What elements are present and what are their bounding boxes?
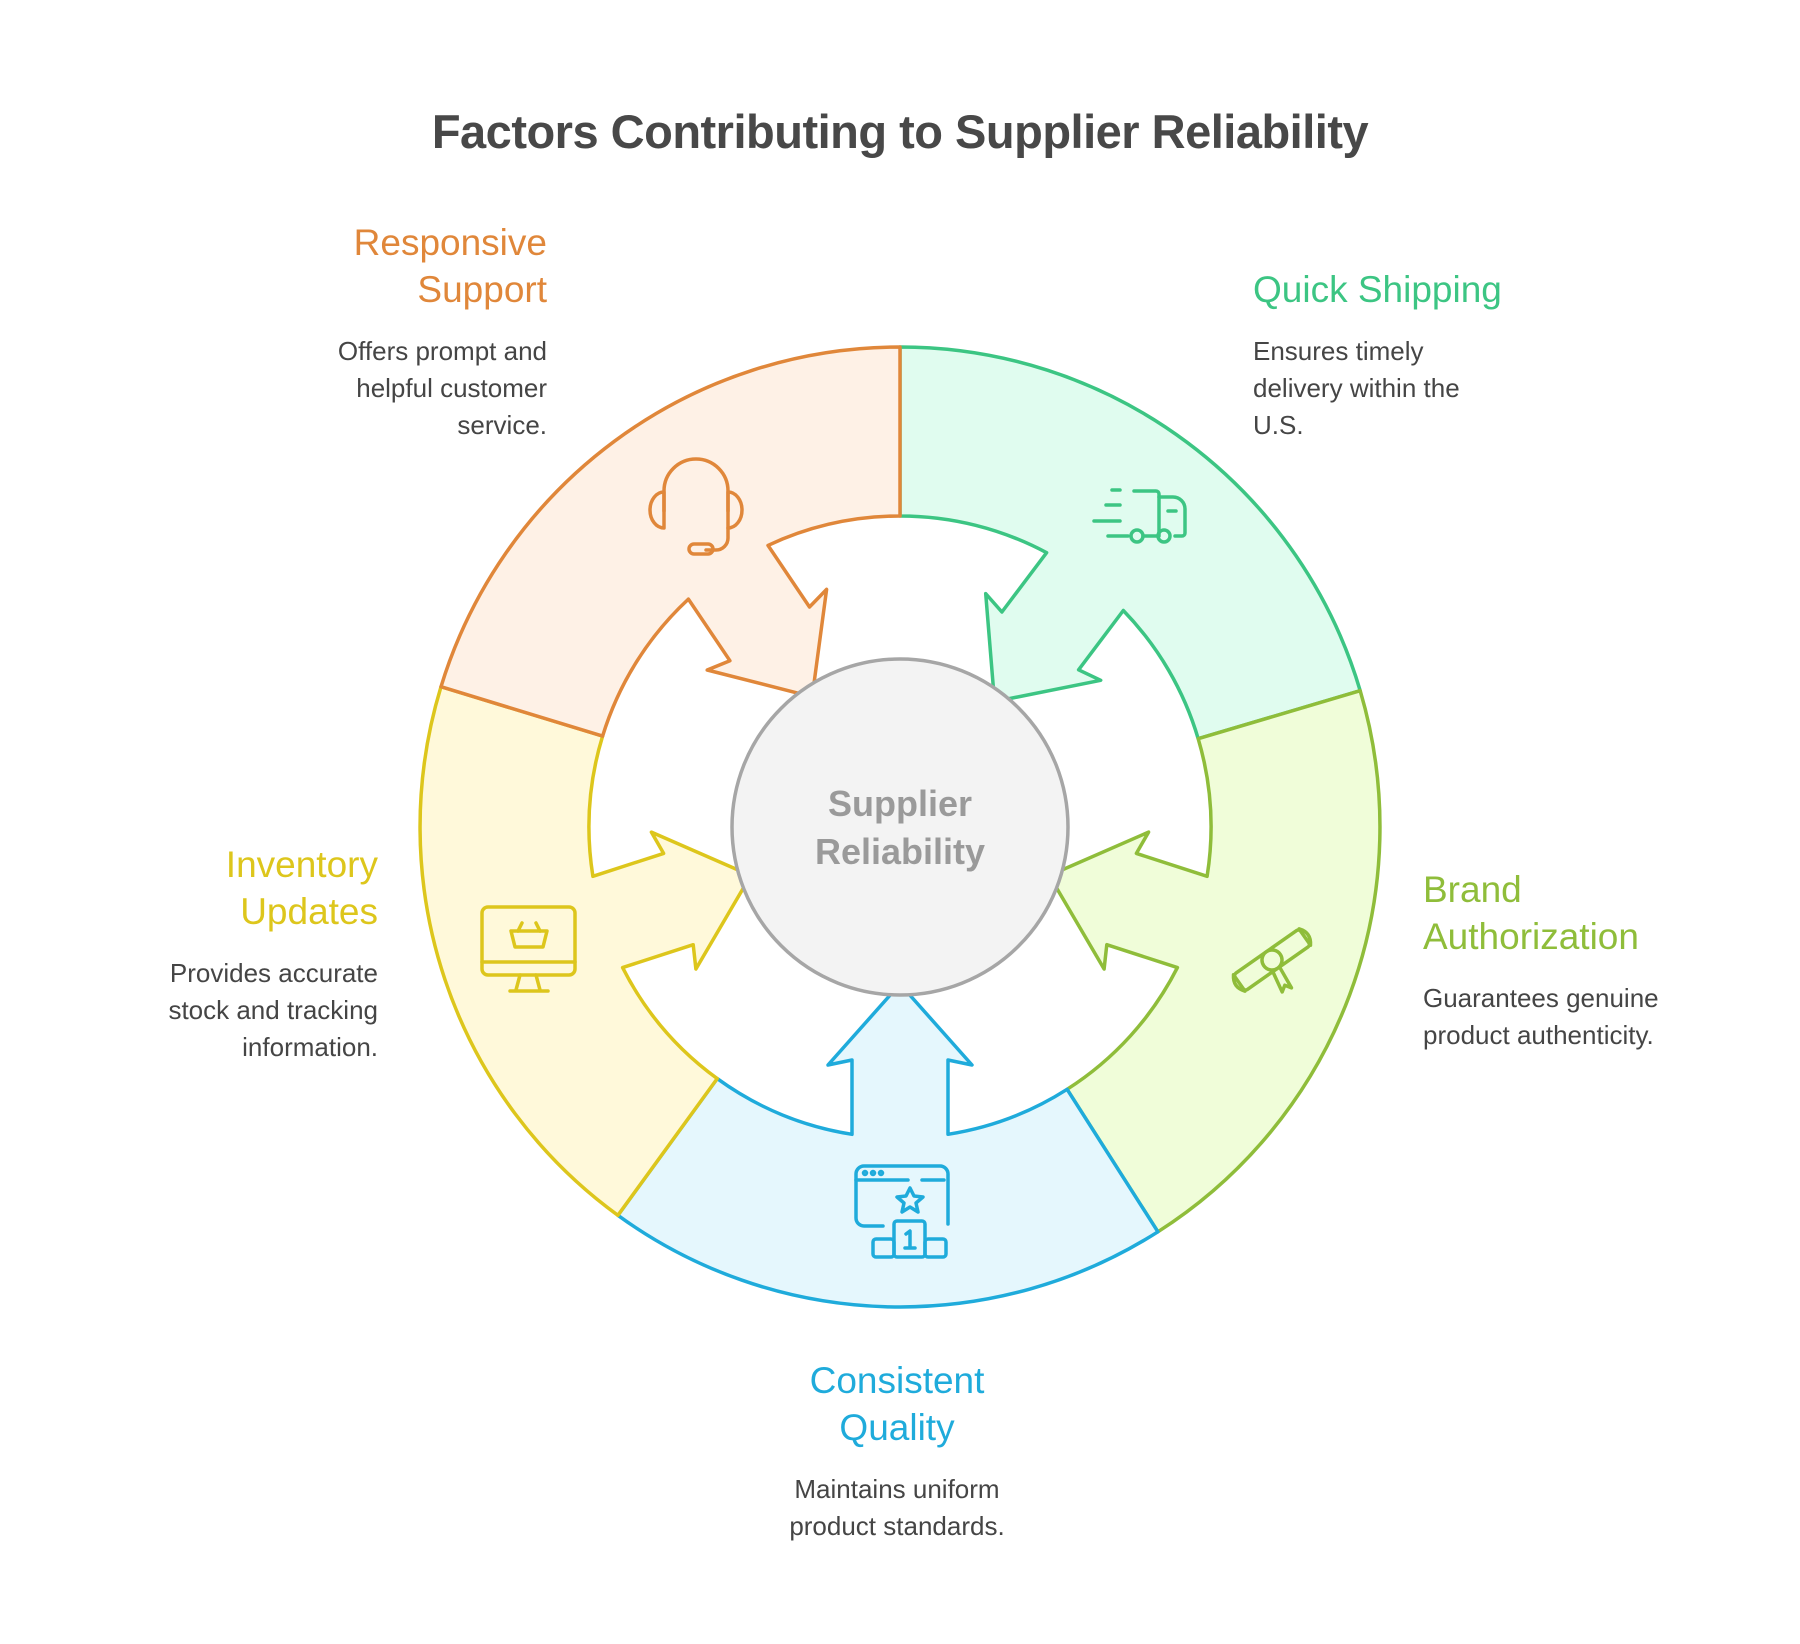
center-label-line1: Supplier (827, 783, 973, 824)
description-line: Maintains uniform (794, 1474, 1000, 1504)
description-line: service. (457, 410, 547, 440)
factor-description: Provides accurate stock and tracking inf… (38, 955, 378, 1066)
factor-label-quick-shipping: Quick Shipping Ensures timely delivery w… (1253, 266, 1593, 444)
diploma-icon (1231, 927, 1313, 994)
description-line: Offers prompt and (337, 336, 547, 366)
description-line: Provides accurate (169, 958, 378, 988)
factor-title: Quick Shipping (1253, 269, 1502, 310)
headset-icon (648, 457, 744, 556)
center-circle (730, 657, 1070, 997)
truck-icon (1092, 488, 1187, 544)
description-line: product standards. (789, 1511, 1005, 1541)
factor-title-line1: Inventory (225, 844, 378, 885)
factor-title-line2: Quality (839, 1407, 955, 1448)
description-line: information. (242, 1032, 378, 1062)
description-line: stock and tracking (168, 995, 378, 1025)
description-line: Guarantees genuine (1423, 983, 1659, 1013)
description-line: product authenticity. (1423, 1020, 1654, 1050)
description-line: helpful customer (356, 373, 547, 403)
description-line: Ensures timely (1253, 336, 1424, 366)
podium-star-icon (854, 1164, 950, 1259)
segment-responsive-support (439, 345, 902, 738)
factor-title-line2: Authorization (1423, 916, 1639, 957)
factor-description: Maintains uniform product standards. (727, 1471, 1067, 1545)
factor-description: Ensures timely delivery within the U.S. (1253, 333, 1593, 444)
page-title: Factors Contributing to Supplier Reliabi… (431, 105, 1369, 158)
factor-description: Offers prompt and helpful customer servi… (207, 333, 547, 444)
monitor-basket-icon (480, 905, 577, 993)
factor-label-inventory-updates: Inventory Updates Provides accurate stoc… (38, 841, 378, 1066)
center-label-line2: Reliability (814, 831, 986, 872)
factor-title-line1: Consistent (809, 1360, 985, 1401)
factor-title-line1: Brand (1423, 869, 1522, 910)
center-label: Supplier Reliability (740, 780, 1060, 876)
factor-title-line1: Responsive (353, 222, 547, 263)
description-line: delivery within the (1253, 373, 1460, 403)
factor-title-line2: Updates (240, 891, 378, 932)
factor-title-line2: Support (417, 269, 547, 310)
factor-label-brand-authorization: Brand Authorization Guarantees genuine p… (1423, 866, 1763, 1054)
factor-label-responsive-support: Responsive Support Offers prompt and hel… (207, 219, 547, 444)
factor-description: Guarantees genuine product authenticity. (1423, 980, 1763, 1054)
description-line: U.S. (1253, 410, 1304, 440)
ring-segments (418, 345, 1382, 1309)
factor-label-consistent-quality: Consistent Quality Maintains uniform pro… (727, 1357, 1067, 1545)
